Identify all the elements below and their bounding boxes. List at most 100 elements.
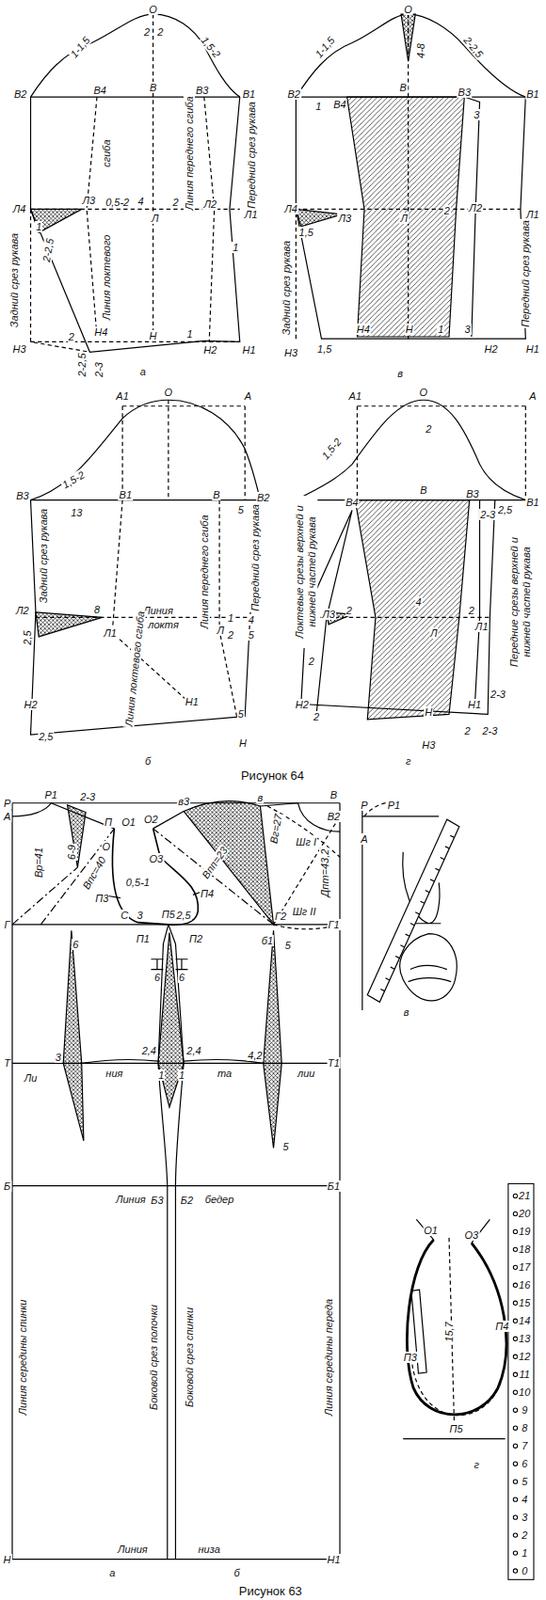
point-label: 1,5-2 [198, 33, 225, 62]
scale-number: 17 [517, 1262, 531, 1274]
point-label: В4 [332, 98, 347, 111]
scale-number: 12 [517, 1351, 531, 1364]
bodice-draft-stroke [12, 803, 114, 830]
sleeve-draft-v-stroke [295, 208, 342, 226]
point-label: 2 [463, 725, 471, 738]
point-label: В [418, 484, 428, 497]
point-label: Н4 [355, 323, 371, 336]
measuring-sketch-stroke-stroke [410, 923, 415, 926]
point-label: Л [150, 212, 161, 225]
line-label: 2-2,5 [40, 236, 57, 264]
sleeve-draft-a-stroke [31, 14, 241, 342]
point-label: Л2 [467, 202, 483, 214]
sleeve-draft-g-stroke [301, 500, 496, 716]
point-label: Л [400, 212, 410, 225]
measuring-sketch-stroke [367, 819, 460, 1003]
point-label: 2 [226, 629, 235, 642]
point-label: г [404, 755, 412, 768]
scale-number: 18 [517, 1244, 531, 1256]
tape-ruler-stroke-stroke [513, 1355, 517, 1360]
line-label: Линия переднего сгиба [198, 513, 210, 630]
measuring-sketch-stroke-stroke [430, 880, 434, 883]
point-label: 1,5-2 [319, 435, 345, 464]
point-label: О3 [464, 1230, 481, 1242]
figure-caption: Рисунок 63 [238, 1586, 304, 1600]
point-label: Л3 [337, 212, 354, 225]
line-label: Линия локтевого [100, 234, 113, 322]
point-label: в3 [176, 796, 191, 808]
armhole-measure-stroke [402, 1439, 505, 1441]
point-label: 2 [312, 710, 321, 723]
point-label: П1 [135, 933, 151, 946]
sleeve-draft-b [31, 400, 261, 736]
point-label: Н3 [12, 343, 28, 355]
tape-ruler-stroke-stroke [513, 1427, 517, 1431]
point-label: г [473, 1460, 481, 1472]
point-label: 1 [436, 323, 445, 336]
scale-number: 8 [520, 1423, 529, 1435]
point-label: 2-3 [481, 725, 498, 738]
point-label: Впс=40 [80, 853, 109, 892]
point-label: В2 [256, 492, 271, 504]
tape-ruler-stroke-stroke [513, 1570, 517, 1574]
point-label: б [144, 755, 152, 768]
line-label: Вр=41 [32, 847, 45, 880]
point-label: Л2 [202, 198, 218, 210]
point-label: Л [215, 625, 225, 637]
line-label: сгиба [100, 138, 113, 168]
bodice-draft-stroke [108, 891, 205, 900]
point-label: Н [423, 706, 434, 719]
point-label: 8 [93, 604, 101, 616]
tape-ruler-stroke-stroke [513, 1462, 517, 1467]
tape-ruler-stroke-stroke [513, 1391, 517, 1396]
tape-ruler-stroke-stroke [513, 1409, 517, 1414]
measuring-sketch-stroke-stroke [385, 979, 390, 981]
sleeve-draft-g-stroke [295, 400, 526, 500]
point-label: 2 [67, 331, 76, 343]
measuring-sketch-stroke-stroke [434, 868, 439, 871]
point-label: 3 [463, 323, 471, 336]
point-label: Р [2, 798, 12, 810]
sleeve-draft-b-stroke [35, 500, 251, 718]
scale-number: 6 [520, 1459, 529, 1471]
point-label: В3 [457, 86, 472, 98]
point-label: в [396, 368, 404, 380]
tape-ruler-stroke [513, 1194, 517, 1574]
point-label: Н1 [525, 343, 541, 355]
point-label: 3 [135, 910, 144, 922]
point-label: О3 [148, 853, 165, 866]
tape-ruler-stroke-stroke [513, 1337, 517, 1342]
point-label: В3 [194, 83, 209, 96]
point-label: В1 [241, 88, 257, 100]
line-label: Локтевые срезы верхней и нижней частей р… [294, 496, 319, 649]
tape-ruler-stroke-stroke [513, 1194, 517, 1199]
scale-number: 20 [517, 1208, 531, 1221]
tape-ruler-stroke-stroke [513, 1480, 517, 1485]
line-label: Дпт=43,2 [319, 848, 331, 899]
armhole-measure [402, 1220, 507, 1440]
sleeve-draft-g-stroke [354, 500, 469, 721]
bodice-draft-stroke [81, 1059, 264, 1064]
scale-number: 15 [517, 1298, 531, 1310]
point-label: О [163, 386, 175, 399]
point-label: низа [197, 1544, 222, 1557]
line-label: Линия переднего сгиба [183, 95, 195, 211]
measuring-sketch-stroke-stroke [395, 956, 400, 959]
point-label: Б [2, 1181, 12, 1193]
point-label: б [232, 1568, 241, 1580]
scale-number: 10 [517, 1387, 531, 1399]
point-label: В2 [286, 88, 301, 100]
tape-ruler [508, 1184, 534, 1581]
sleeve-draft-a-stroke [31, 208, 241, 353]
point-label: Г2 [273, 911, 288, 923]
sleeve-draft-v-stroke [295, 14, 526, 97]
scale-number: 2 [520, 1530, 529, 1542]
point-label: О [418, 386, 430, 399]
point-label: Л1 [474, 621, 490, 633]
measuring-sketch-stroke-stroke [425, 891, 430, 894]
point-label: Н1 [184, 696, 200, 708]
point-label: 1 [157, 1070, 165, 1082]
point-label: Г1 [326, 919, 340, 932]
tape-ruler-stroke-stroke [513, 1319, 517, 1324]
point-label: 2-3 [479, 509, 497, 521]
